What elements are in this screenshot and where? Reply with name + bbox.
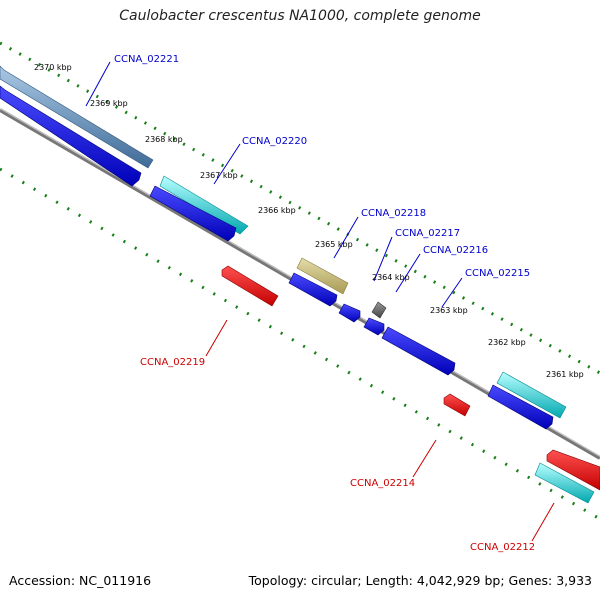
tick-label: 2363 kbp (430, 306, 468, 315)
gene-label[interactable]: CCNA_02216 (423, 245, 488, 256)
gene-feature[interactable] (487, 384, 554, 430)
gene-feature[interactable] (0, 85, 142, 187)
gene-feature[interactable] (443, 393, 471, 417)
reverse-strand-track (221, 265, 600, 504)
gene-feature[interactable] (221, 265, 279, 307)
tick-label: 2368 kbp (145, 135, 183, 144)
gene-label[interactable]: CCNA_02212 (470, 542, 535, 553)
gene-feature[interactable] (0, 65, 154, 169)
outer-tick-track (0, 41, 600, 375)
gene-label[interactable]: CCNA_02219 (140, 357, 205, 368)
gene-feature[interactable] (296, 257, 349, 295)
gene-label[interactable]: CCNA_02218 (361, 208, 426, 219)
accession-text: Accession: NC_011916 (9, 573, 152, 588)
tick-label: 2362 kbp (488, 338, 526, 347)
tick-label: 2366 kbp (258, 206, 296, 215)
gene-label[interactable]: CCNA_02217 (395, 228, 460, 239)
gene-label[interactable]: CCNA_02215 (465, 268, 530, 279)
gene-labels: CCNA_02221 CCNA_02220 CCNA_02218 CCNA_02… (114, 54, 535, 553)
gene-feature[interactable] (534, 462, 595, 504)
gene-feature[interactable] (363, 317, 385, 336)
gene-feature[interactable] (381, 326, 456, 376)
gene-feature[interactable] (546, 449, 600, 491)
feature-track-outer (0, 65, 567, 419)
gene-feature[interactable] (149, 185, 237, 242)
tick-labels: 2370 kbp 2369 kbp 2368 kbp 2367 kbp 2366… (34, 63, 584, 379)
map-title: Caulobacter crescentus NA1000, complete … (119, 8, 481, 24)
gene-label[interactable]: CCNA_02214 (350, 478, 415, 489)
forward-strand-track (0, 85, 554, 430)
tick-label: 2367 kbp (200, 171, 238, 180)
gene-label[interactable]: CCNA_02221 (114, 54, 179, 65)
gene-feature[interactable] (159, 175, 249, 235)
tick-label: 2365 kbp (315, 240, 353, 249)
tick-label: 2370 kbp (34, 63, 72, 72)
gene-feature[interactable] (496, 371, 567, 419)
gene-feature[interactable] (288, 272, 338, 307)
tick-label: 2361 kbp (546, 370, 584, 379)
gene-feature[interactable] (371, 301, 387, 319)
gene-feature[interactable] (338, 303, 361, 323)
gene-label[interactable]: CCNA_02220 (242, 136, 307, 147)
tick-label: 2364 kbp (372, 273, 410, 282)
tick-label: 2369 kbp (90, 99, 128, 108)
genome-summary-text: Topology: circular; Length: 4,042,929 bp… (248, 573, 592, 588)
label-leaders (85, 61, 555, 542)
